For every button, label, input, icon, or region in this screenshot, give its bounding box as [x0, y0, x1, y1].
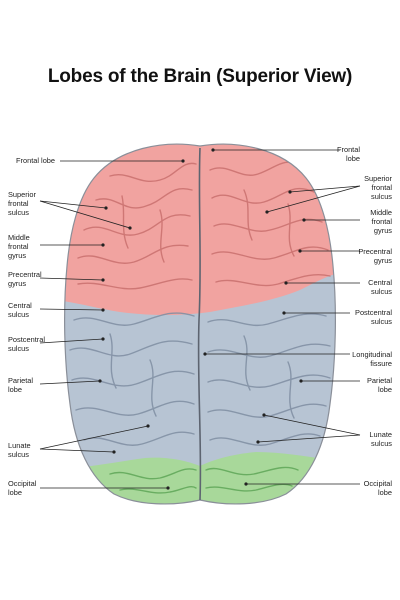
leader-line-lunate-sulcus-right	[263, 414, 361, 436]
label-frontal-lobe-left: Frontal lobe	[16, 156, 56, 165]
leader-dot-central-sulcus-right	[284, 281, 288, 285]
leader-dot-frontal-lobe-left	[181, 159, 185, 163]
frontal-gyri	[77, 161, 331, 290]
label-precentral-gyrus-left: Precentral gyrus	[8, 270, 42, 288]
label-middle-frontal-gyrus-right: Middle frontal gyrus	[370, 208, 392, 235]
page-title: Lobes of the Brain (Superior View)	[47, 66, 353, 87]
leader-dot-superior-frontal-sulcus-left	[104, 206, 108, 210]
parietal-gyri	[69, 312, 331, 446]
label-central-sulcus-left: Central sulcus	[8, 301, 32, 319]
leader-dot-lunate-sulcus-left	[112, 450, 116, 454]
leader-dot-precentral-gyrus-left	[101, 278, 105, 282]
label-superior-frontal-sulcus-right: Superior frontal sulcus	[364, 174, 392, 201]
leader-line-lunate-sulcus-right	[257, 434, 361, 443]
leader-line-central-sulcus-left	[39, 308, 104, 311]
leader-line-superior-frontal-sulcus-left	[39, 200, 131, 229]
label-parietal-lobe-left: Parietal lobe	[8, 376, 34, 394]
label-frontal-lobe-right: Frontal lobe	[336, 145, 360, 163]
leader-dot-postcentral-sulcus-right	[282, 311, 286, 315]
label-occipital-lobe-left: Occipital lobe	[8, 479, 37, 497]
label-postcentral-sulcus-right: Postcentral sulcus	[355, 308, 392, 326]
leader-dot-precentral-gyrus-right	[298, 249, 302, 253]
label-lunate-sulcus-right: Lunate sulcus	[369, 430, 392, 448]
label-lunate-sulcus-left: Lunate sulcus	[8, 441, 31, 459]
leader-line-postcentral-sulcus-left	[39, 338, 104, 344]
leader-dot-occipital-lobe-left	[166, 486, 170, 490]
label-central-sulcus-right: Central sulcus	[368, 278, 392, 296]
leader-line-superior-frontal-sulcus-left	[39, 200, 107, 209]
leader-line-superior-frontal-sulcus-right	[266, 185, 361, 213]
leader-dot-parietal-lobe-right	[299, 379, 303, 383]
leader-line-parietal-lobe-left	[39, 380, 101, 385]
label-parietal-lobe-right: Parietal lobe	[366, 376, 392, 394]
longitudinal-fissure-line	[197, 147, 202, 501]
label-postcentral-sulcus-left: Postcentral sulcus	[8, 335, 45, 353]
leader-dot-longitudinal-fissure	[203, 352, 207, 356]
leader-dot-superior-frontal-sulcus-right	[288, 190, 292, 194]
leader-dot-middle-frontal-gyrus-right	[302, 218, 306, 222]
label-superior-frontal-sulcus-left: Superior frontal sulcus	[8, 190, 36, 217]
leader-dot-superior-frontal-sulcus-left	[128, 226, 132, 230]
label-longitudinal-fissure: Longitudinal fissure	[352, 350, 392, 368]
leader-dot-frontal-lobe-right	[211, 148, 215, 152]
label-precentral-gyrus-right: Precentral gyrus	[358, 247, 392, 265]
leader-line-lunate-sulcus-left	[39, 448, 115, 453]
leader-line-precentral-gyrus-left	[39, 277, 104, 281]
occipital-gyri	[109, 466, 299, 494]
leader-line-superior-frontal-sulcus-right	[289, 185, 361, 193]
label-middle-frontal-gyrus-left: Middle frontal gyrus	[8, 233, 30, 260]
leader-lines	[39, 148, 361, 490]
leader-dot-lunate-sulcus-left	[146, 424, 150, 428]
label-occipital-lobe-right: Occipital lobe	[363, 479, 392, 497]
leader-dot-parietal-lobe-left	[98, 379, 102, 383]
leader-dot-central-sulcus-left	[101, 308, 105, 312]
leader-line-lunate-sulcus-left	[39, 425, 149, 450]
leader-dot-lunate-sulcus-right	[262, 413, 266, 417]
leader-dot-middle-frontal-gyrus-left	[101, 243, 105, 247]
leader-dot-lunate-sulcus-right	[256, 440, 260, 444]
leader-dot-superior-frontal-sulcus-right	[265, 210, 269, 214]
leader-dot-occipital-lobe-right	[244, 482, 248, 486]
leader-dot-postcentral-sulcus-left	[101, 337, 105, 341]
